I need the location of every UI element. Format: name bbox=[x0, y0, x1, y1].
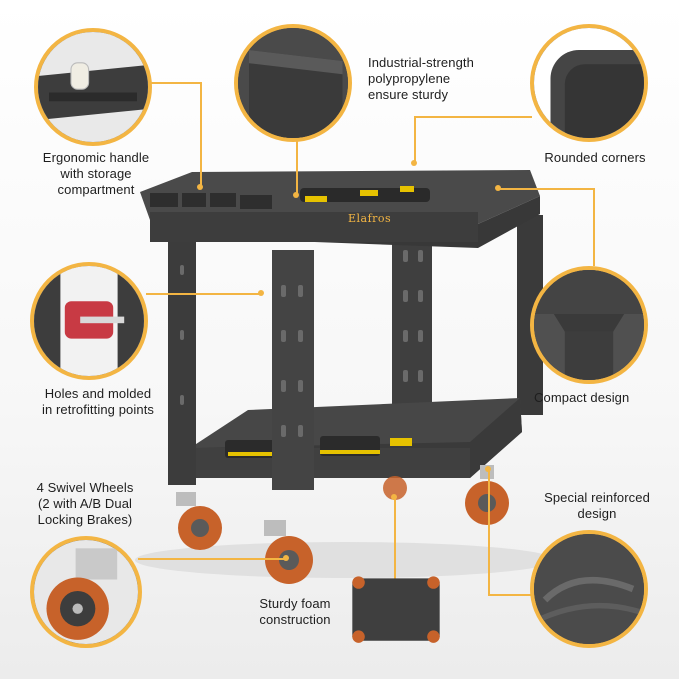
rounded-corner-closeup-icon bbox=[530, 24, 648, 142]
connector-dot bbox=[258, 290, 264, 296]
connector-line bbox=[498, 188, 594, 190]
feature-label-corners: Rounded corners bbox=[544, 150, 646, 165]
connector-dot bbox=[283, 555, 289, 561]
plastic-edge-closeup-icon bbox=[234, 24, 352, 142]
connector-line bbox=[394, 498, 396, 588]
handle-storage-closeup-icon bbox=[34, 28, 152, 146]
feature-label-handle: Ergonomic handle with storage compartmen… bbox=[42, 150, 150, 197]
connector-line bbox=[200, 82, 202, 186]
feature-label-compact: Compact design bbox=[534, 390, 630, 405]
wire-spool-closeup-icon bbox=[30, 262, 148, 380]
feature-label-reinforced: Special reinforced design bbox=[544, 490, 650, 521]
connector-dot bbox=[197, 184, 203, 190]
feature-label-material: Industrial-strength polypropylene ensure… bbox=[368, 55, 474, 102]
connector-line bbox=[488, 594, 534, 596]
connector-line bbox=[593, 188, 595, 266]
connector-dot bbox=[411, 160, 417, 166]
leg-joint-closeup-icon bbox=[530, 266, 648, 384]
caster-wheel-closeup-icon bbox=[30, 536, 142, 648]
feature-label-wheels: 4 Swivel Wheels (2 with A/B Dual Locking… bbox=[36, 480, 134, 527]
connector-line bbox=[146, 293, 262, 295]
connector-dot bbox=[391, 494, 397, 500]
feature-label-foam: Sturdy foam construction bbox=[259, 596, 331, 627]
connector-line bbox=[414, 116, 532, 118]
cart-underside-view-icon bbox=[344, 568, 448, 672]
connector-line bbox=[414, 116, 416, 162]
feature-label-holes: Holes and molded in retrofitting points bbox=[41, 386, 155, 417]
connector-dot bbox=[495, 185, 501, 191]
brand-logo: Elafros bbox=[348, 212, 392, 225]
connector-dot bbox=[485, 466, 491, 472]
connector-line bbox=[138, 558, 286, 560]
connector-dot bbox=[293, 192, 299, 198]
connector-line bbox=[146, 82, 202, 84]
textured-surface-closeup-icon bbox=[530, 530, 648, 648]
connector-line bbox=[488, 470, 490, 596]
